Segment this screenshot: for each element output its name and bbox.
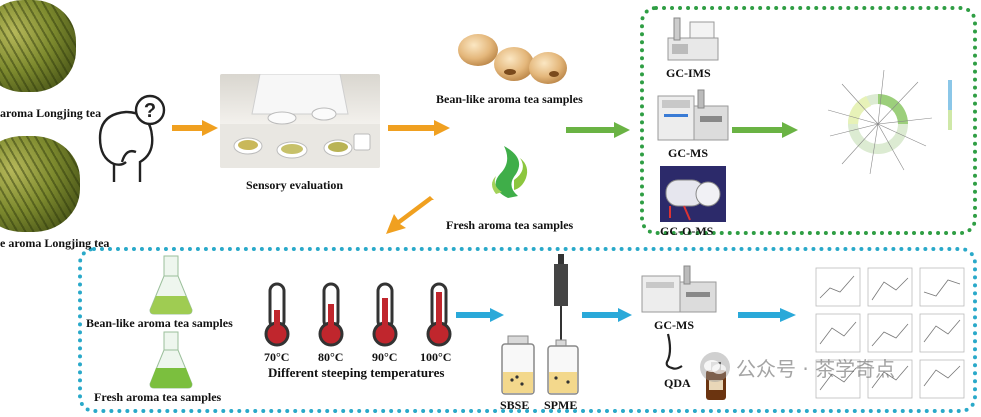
flask-bean-like-icon xyxy=(149,255,193,315)
flask-fresh-label: Fresh aroma tea samples xyxy=(94,390,222,404)
arrow-to-extraction xyxy=(456,308,504,322)
tea-label-1: aroma Longjing tea xyxy=(0,106,102,120)
tea-leaves-image-2 xyxy=(0,136,80,232)
arrow-to-bottom-gcms xyxy=(582,308,632,322)
arrow-to-instruments xyxy=(566,122,630,138)
bottom-gc-ms-label: GC-MS xyxy=(654,318,694,332)
thermometer-icon-90 xyxy=(372,282,398,347)
temp-label-90: 90°C xyxy=(372,350,398,364)
arrow-to-steeping xyxy=(386,196,434,234)
bottom-results-charts-image xyxy=(815,267,965,399)
gc-ms-label: GC-MS xyxy=(668,146,708,160)
fresh-samples-label: Fresh aroma tea samples xyxy=(446,218,574,232)
tea-label-2: e aroma Longjing tea xyxy=(0,236,110,250)
instrument-analysis-frame xyxy=(640,6,977,235)
thermometer-icon-100 xyxy=(426,282,452,347)
question-mark-icon: ? xyxy=(144,100,156,122)
thermometer-group xyxy=(260,282,460,352)
temp-label-100: 100°C xyxy=(420,350,452,364)
spme-syringe-vial-image xyxy=(547,254,579,395)
flask-fresh-icon xyxy=(149,331,193,389)
arrow-to-result-chart xyxy=(732,122,798,138)
arrow-to-bottom-results xyxy=(738,308,796,322)
tea-leaves-image-1 xyxy=(0,0,76,92)
thermometer-icon-70 xyxy=(264,282,290,347)
temp-label-70: 70°C xyxy=(264,350,290,364)
nose-icon xyxy=(665,333,683,370)
sensory-evaluation-label: Sensory evaluation xyxy=(246,178,344,192)
person-thinking-icon: ? xyxy=(98,94,166,182)
circular-heatmap-result-image xyxy=(827,69,952,175)
steeping-temps-caption: Different steeping temperatures xyxy=(268,365,445,380)
bean-samples-label: Bean-like aroma tea samples xyxy=(436,92,583,106)
arrow-to-bean-samples xyxy=(388,120,450,136)
temp-label-80: 80°C xyxy=(318,350,344,364)
thermometer-icon-80 xyxy=(318,282,344,347)
sbse-label: SBSE xyxy=(500,398,530,412)
fresh-aroma-swirl-icon xyxy=(492,146,528,198)
spme-label: SPME xyxy=(544,398,578,412)
wechat-logo-icon xyxy=(700,352,730,382)
gc-o-ms-instrument-image xyxy=(660,166,726,222)
flask-bean-like-label: Bean-like aroma tea samples xyxy=(86,316,233,330)
gc-ims-label: GC-IMS xyxy=(666,66,711,80)
gc-ms-instrument-image xyxy=(657,89,729,141)
gc-ims-instrument-image xyxy=(667,17,719,61)
arrow-to-sensory xyxy=(172,120,218,136)
soybeans-image xyxy=(458,34,567,84)
gc-o-ms-label: GC-O-MS xyxy=(660,224,714,238)
watermark: 公众号 · 茶学奇点 xyxy=(700,352,895,382)
qda-label: QDA xyxy=(664,376,691,390)
sbse-vial-image xyxy=(501,335,535,395)
steeping-experiment-frame xyxy=(78,247,977,413)
sensory-evaluation-photo xyxy=(220,74,380,168)
watermark-text: 公众号 · 茶学奇点 xyxy=(736,356,896,381)
bottom-gc-ms-instrument-image xyxy=(641,265,717,313)
